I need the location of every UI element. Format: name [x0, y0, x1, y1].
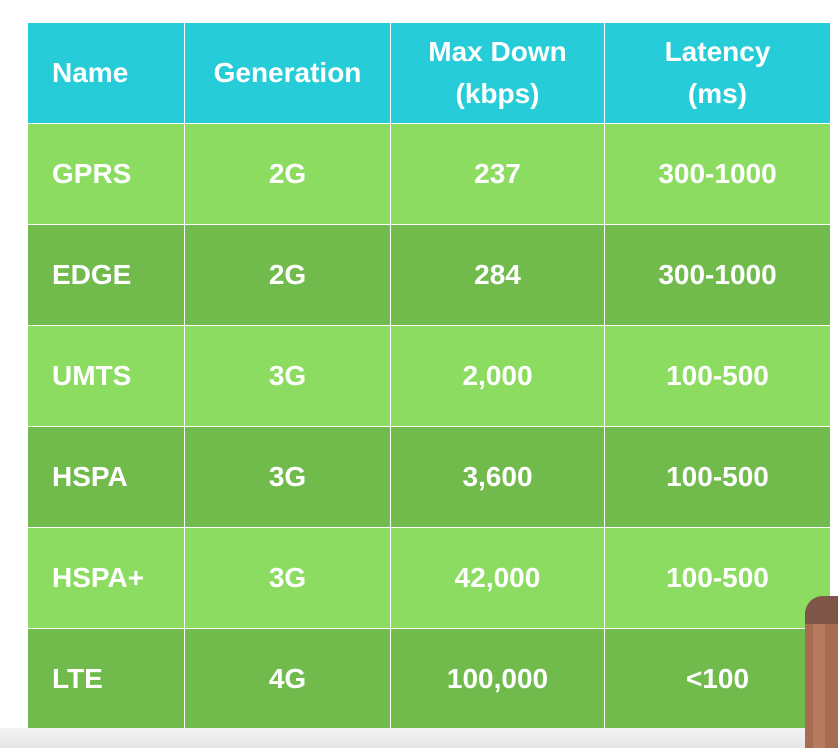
- row-generation: 3G: [184, 426, 391, 528]
- row-max-down: 3,600: [390, 426, 605, 528]
- table-row: HSPA+ 3G 42,000 100-500: [27, 527, 831, 629]
- network-comparison-table-wrap: Name Generation Max Down (kbps) Latency …: [27, 22, 831, 730]
- row-generation: 2G: [184, 224, 391, 326]
- table-row: EDGE 2G 284 300-1000: [27, 224, 831, 326]
- row-generation: 2G: [184, 123, 391, 225]
- table-row: HSPA 3G 3,600 100-500: [27, 426, 831, 528]
- header-name: Name: [27, 22, 185, 124]
- header-latency: Latency (ms): [604, 22, 831, 124]
- row-latency: <100: [604, 628, 831, 730]
- header-latency-text: Latency (ms): [664, 36, 771, 109]
- row-latency: 100-500: [604, 325, 831, 427]
- header-generation: Generation: [184, 22, 391, 124]
- presenter-shirt: [805, 596, 838, 624]
- table-row: LTE 4G 100,000 <100: [27, 628, 831, 730]
- row-max-down: 2,000: [390, 325, 605, 427]
- row-generation: 3G: [184, 527, 391, 629]
- row-max-down: 100,000: [390, 628, 605, 730]
- header-max-down: Max Down (kbps): [390, 22, 605, 124]
- presenter-arm: [805, 596, 838, 748]
- row-name: LTE: [27, 628, 185, 730]
- table-row: UMTS 3G 2,000 100-500: [27, 325, 831, 427]
- row-latency: 100-500: [604, 426, 831, 528]
- table-row: GPRS 2G 237 300-1000: [27, 123, 831, 225]
- row-name: EDGE: [27, 224, 185, 326]
- header-max-down-text: Max Down (kbps): [428, 36, 567, 109]
- row-latency: 100-500: [604, 527, 831, 629]
- bottom-shadow: [0, 728, 838, 748]
- row-name: HSPA+: [27, 527, 185, 629]
- row-latency: 300-1000: [604, 224, 831, 326]
- row-generation: 4G: [184, 628, 391, 730]
- row-name: UMTS: [27, 325, 185, 427]
- row-max-down: 42,000: [390, 527, 605, 629]
- presenter-highlight: [813, 624, 825, 748]
- row-max-down: 237: [390, 123, 605, 225]
- row-max-down: 284: [390, 224, 605, 326]
- network-comparison-table: Name Generation Max Down (kbps) Latency …: [27, 22, 831, 730]
- row-generation: 3G: [184, 325, 391, 427]
- row-latency: 300-1000: [604, 123, 831, 225]
- row-name: HSPA: [27, 426, 185, 528]
- table-header-row: Name Generation Max Down (kbps) Latency …: [27, 22, 831, 124]
- row-name: GPRS: [27, 123, 185, 225]
